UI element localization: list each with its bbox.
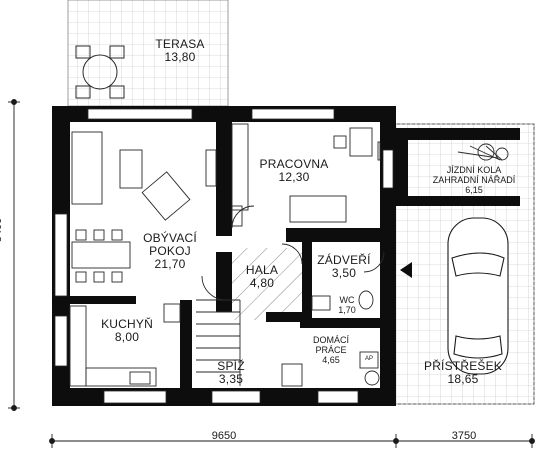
pracovna-area: 12,30 bbox=[278, 170, 310, 185]
domaci-name1: DOMÁCÍ bbox=[313, 335, 349, 345]
spiz-area: 3,35 bbox=[218, 372, 244, 387]
wc-label: WC 1,70 bbox=[330, 295, 364, 316]
kuchyn-name: KUCHYŇ bbox=[101, 317, 153, 331]
zadveri-label: ZÁDVEŘÍ 3,50 bbox=[312, 253, 376, 281]
terasa-label: TERASA 13,80 bbox=[148, 37, 212, 65]
kuchyn-label: KUCHYŇ 8,00 bbox=[92, 317, 162, 345]
entrance-arrow bbox=[400, 262, 412, 278]
hala-label: HALA 4,80 bbox=[238, 263, 286, 291]
jizdni-name2: ZAHRADNÍ NÁŘADÍ bbox=[432, 174, 516, 185]
obyvaci-name1: OBÝVACÍ bbox=[143, 231, 197, 245]
height-dimension: 8400 bbox=[0, 217, 4, 243]
width-shelter-dimension: 3750 bbox=[451, 430, 477, 442]
zadveri-area: 3,50 bbox=[331, 266, 357, 281]
spiz-label: SPÍŽ 3,35 bbox=[208, 359, 254, 387]
hall-floor bbox=[232, 248, 306, 320]
jizdni-name1: JÍZDNÍ KOLA bbox=[446, 165, 502, 175]
dimension-lines bbox=[8, 99, 535, 448]
obyvaci-name2: POKOJ bbox=[149, 244, 191, 259]
pristresek-area: 18,65 bbox=[447, 372, 479, 387]
jizdni-label: JÍZDNÍ KOLA ZAHRADNÍ NÁŘADÍ 6,15 bbox=[422, 165, 526, 196]
pristresek-name: PŘÍSTŘEŠEK bbox=[423, 359, 503, 373]
pracovna-name: PRACOVNA bbox=[259, 157, 329, 171]
obyvaci-label: OBÝVACÍ POKOJ 21,70 bbox=[130, 231, 210, 272]
terasa-area: 13,80 bbox=[164, 50, 196, 65]
hala-name: HALA bbox=[245, 263, 279, 277]
car bbox=[447, 217, 509, 375]
obyvaci-area: 21,70 bbox=[154, 257, 186, 272]
hala-area: 4,80 bbox=[249, 276, 275, 291]
wc-area: 1,70 bbox=[338, 304, 356, 315]
domaci-label: DOMÁCÍ PRÁCE 4,65 bbox=[306, 335, 356, 366]
furniture bbox=[69, 123, 509, 387]
jizdni-area: 6,15 bbox=[465, 184, 483, 195]
domaci-area: 4,65 bbox=[322, 354, 340, 365]
zadveri-name: ZÁDVEŘÍ bbox=[317, 253, 371, 267]
width-house-dimension: 9650 bbox=[211, 430, 237, 442]
spiz-name: SPÍŽ bbox=[217, 359, 245, 373]
pracovna-label: PRACOVNA 12,30 bbox=[252, 157, 336, 185]
terasa-name: TERASA bbox=[155, 37, 205, 51]
pristresek-label: PŘÍSTŘEŠEK 18,65 bbox=[418, 359, 508, 387]
domaci-name2: PRÁCE bbox=[315, 344, 347, 355]
windows bbox=[54, 108, 394, 404]
kuchyn-area: 8,00 bbox=[114, 330, 140, 345]
wc-name: WC bbox=[339, 295, 355, 305]
terrace-table bbox=[75, 45, 125, 99]
ap-label: AP bbox=[364, 356, 373, 362]
